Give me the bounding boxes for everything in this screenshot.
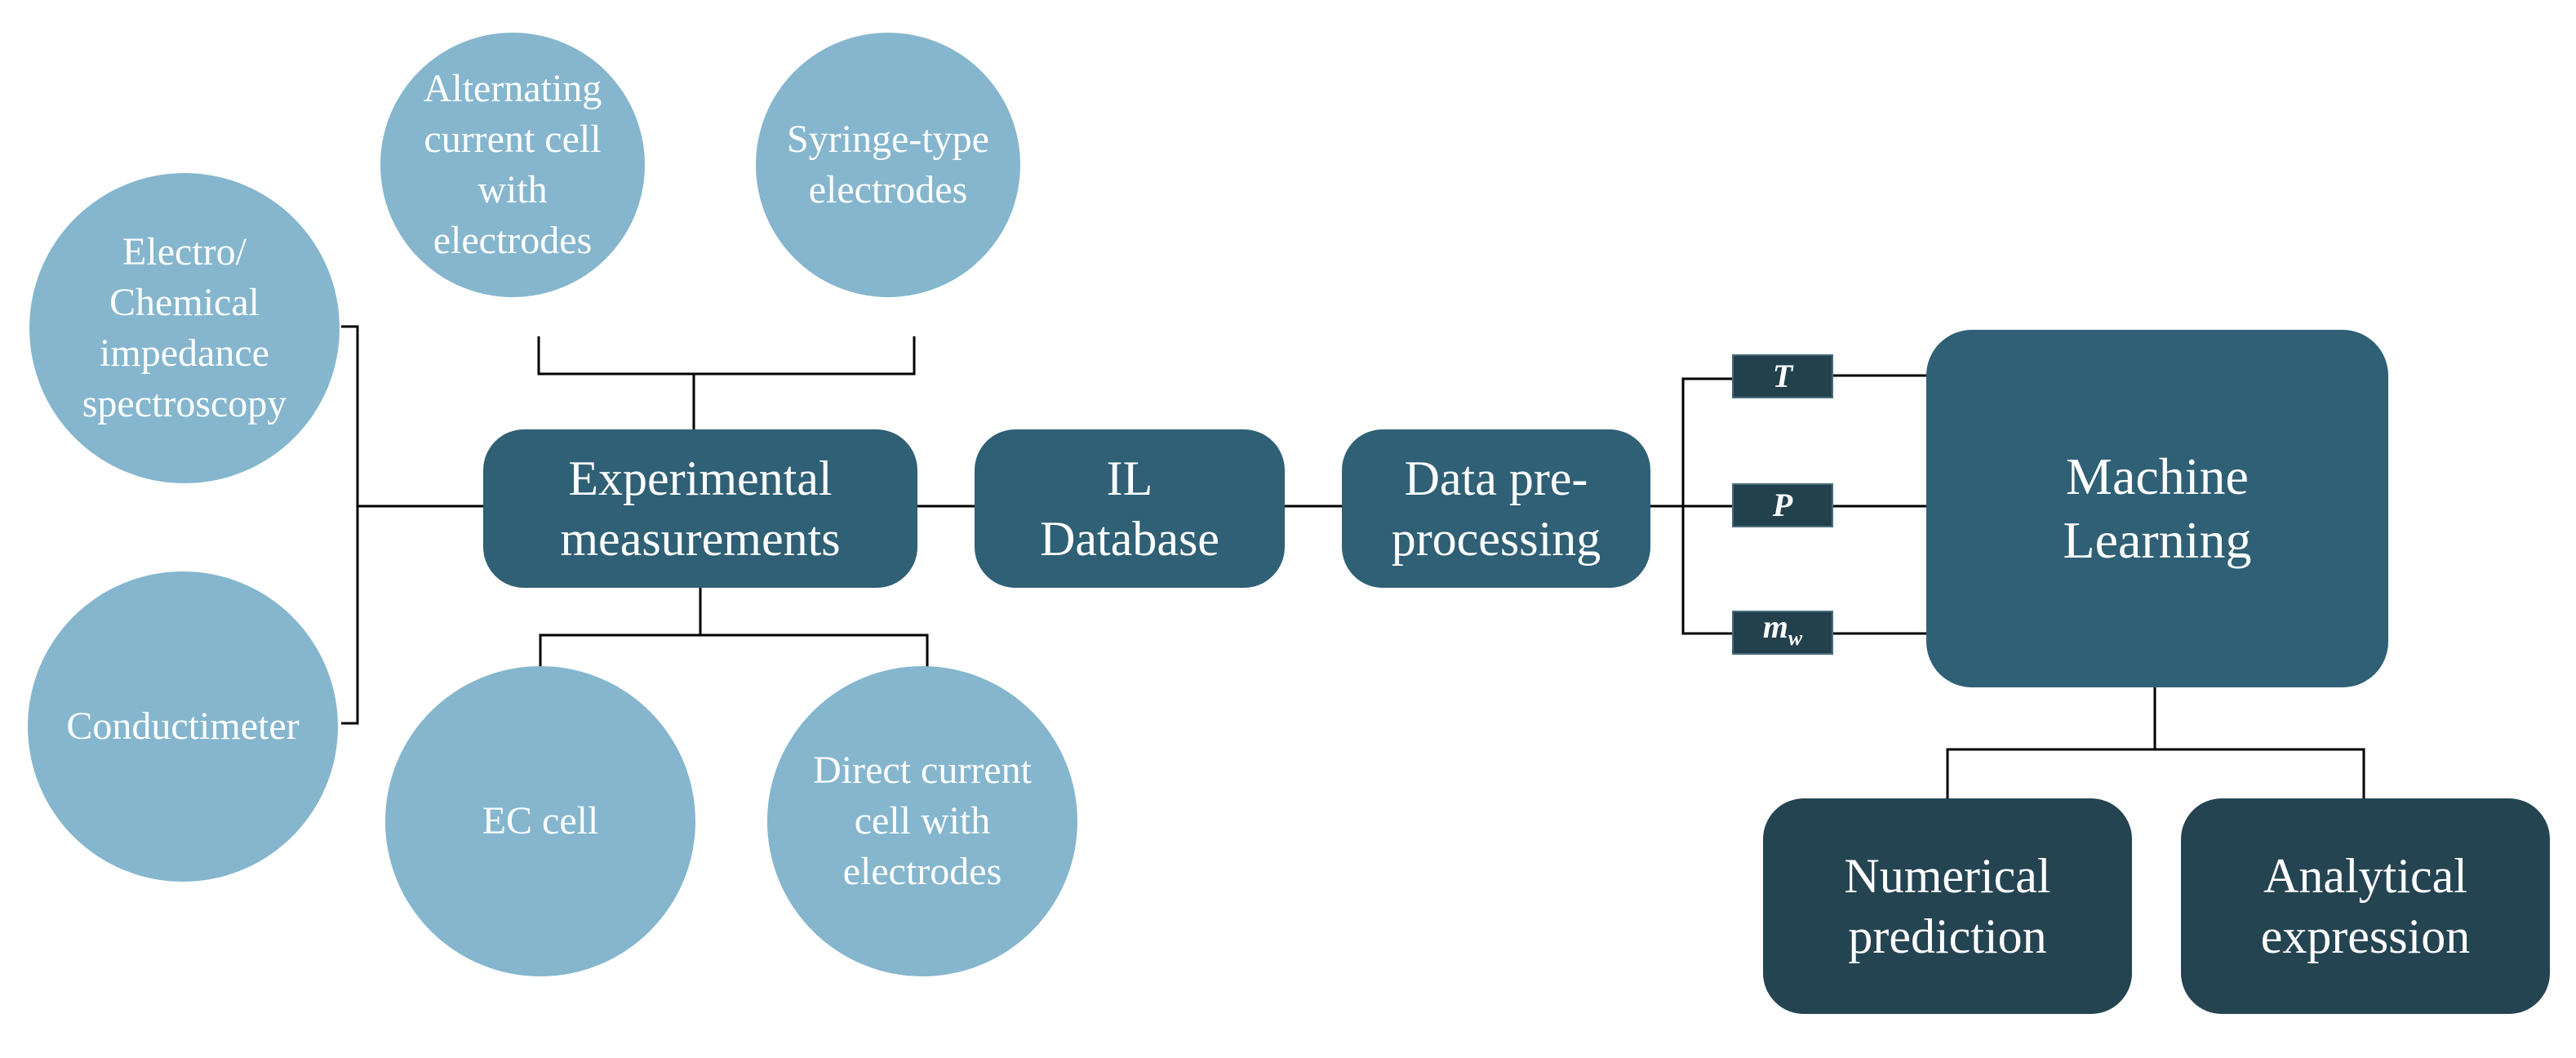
numerical-line-1: Numerical [1844, 849, 2051, 903]
ac-cell-line-1: Alternating [423, 67, 602, 110]
il-database-box: IL Database [975, 429, 1285, 588]
pressure-tag: P [1732, 483, 1833, 527]
eis-line-3: impedance [100, 331, 269, 375]
temperature-label: T [1772, 358, 1793, 394]
connector-bottom-circles [539, 633, 929, 668]
machine-learning-line-2: Learning [2063, 511, 2252, 569]
il-database-line-2: Database [1040, 512, 1219, 566]
water-mass-symbol: m [1762, 608, 1788, 645]
eis-line-1: Electro/ [122, 230, 246, 273]
dc-cell-circle: Direct current cell with electrodes [767, 666, 1077, 976]
il-database-line-1: IL [1106, 451, 1153, 505]
conductimeter-label: Conductimeter [66, 705, 300, 748]
connector-left-bracket [341, 325, 359, 725]
syringe-line-2: electrodes [808, 168, 968, 211]
temperature-tag: T [1732, 354, 1833, 398]
connector-top-circles [537, 336, 916, 376]
machine-learning-line-1: Machine [2066, 447, 2249, 505]
experimental-measurements-box: Experimental measurements [483, 429, 917, 588]
numerical-prediction-box: Numerical prediction [1763, 798, 2132, 1014]
preprocessing-line-2: processing [1391, 512, 1601, 566]
connector-ml-outputs [1946, 748, 2365, 798]
water-mass-label: mw [1763, 611, 1802, 655]
experimental-line-1: Experimental [568, 451, 833, 505]
analytical-line-1: Analytical [2263, 849, 2467, 903]
ec-cell-label: EC cell [482, 799, 599, 842]
data-preprocessing-box: Data pre- processing [1342, 429, 1650, 588]
dc-cell-line-3: electrodes [842, 850, 1002, 893]
water-mass-tag: mw [1732, 611, 1833, 655]
ac-cell-line-4: electrodes [433, 219, 593, 262]
ac-cell-circle: Alternating current cell with electrodes [380, 33, 645, 297]
ec-cell-circle: EC cell [385, 666, 695, 976]
analytical-expression-box: Analytical expression [2181, 798, 2550, 1014]
eis-line-2: Chemical [109, 281, 260, 324]
conductimeter-circle: Conductimeter [28, 571, 338, 882]
syringe-electrodes-circle: Syringe-type electrodes [756, 33, 1020, 297]
dc-cell-line-1: Direct current [813, 749, 1032, 792]
experimental-line-2: measurements [560, 512, 841, 566]
ac-cell-line-3: with [477, 168, 548, 211]
preprocessing-line-1: Data pre- [1404, 451, 1588, 505]
ac-cell-line-2: current cell [424, 118, 602, 161]
pressure-label: P [1772, 487, 1793, 523]
machine-learning-box: Machine Learning [1926, 330, 2388, 687]
numerical-line-2: prediction [1848, 909, 2047, 963]
eis-circle: Electro/ Chemical impedance spectroscopy [29, 173, 340, 483]
analytical-line-2: expression [2260, 909, 2471, 963]
water-mass-subscript: w [1788, 626, 1803, 650]
dc-cell-line-2: cell with [854, 799, 991, 842]
syringe-line-1: Syringe-type [787, 118, 989, 161]
eis-line-4: spectroscopy [82, 382, 287, 425]
